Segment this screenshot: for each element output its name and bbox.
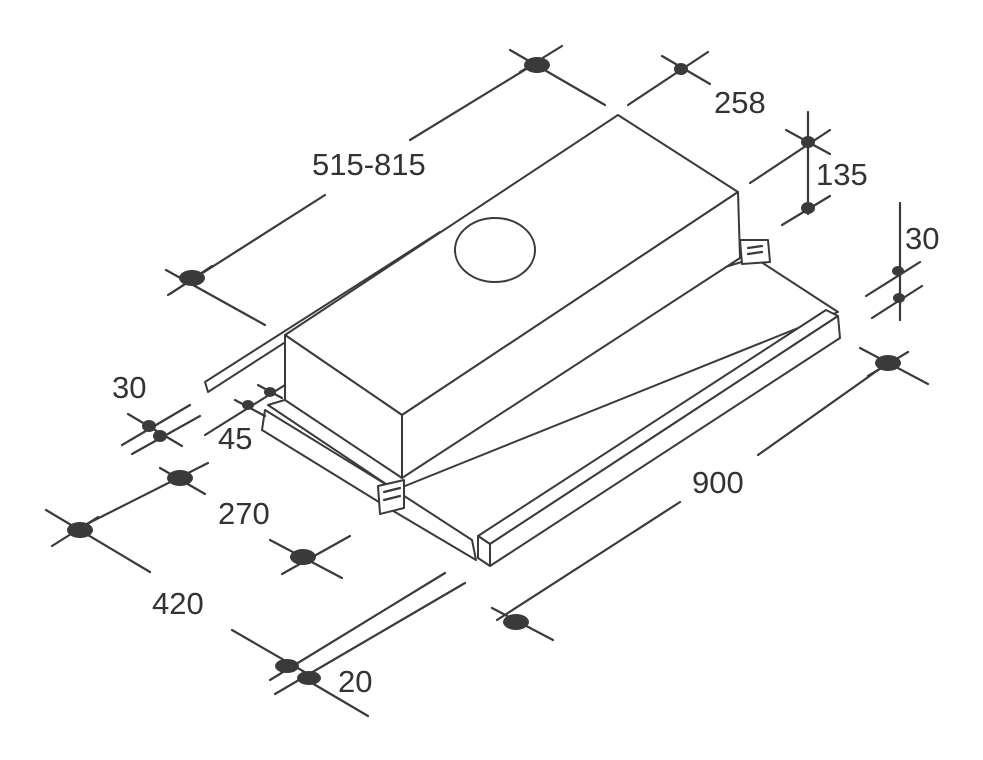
dimension-node <box>242 400 254 410</box>
label-left-lip: 30 <box>112 370 146 405</box>
vent-slot <box>746 250 764 256</box>
vent-slot <box>382 486 402 494</box>
vent-slot <box>746 244 764 250</box>
dimension-node <box>153 430 167 442</box>
dimension-node <box>893 293 905 303</box>
base-tray-right-side <box>394 489 477 561</box>
label-total-depth: 420 <box>152 586 204 621</box>
dimension-node <box>892 266 904 276</box>
label-chimney-height: 135 <box>816 157 868 192</box>
dimension-node <box>264 387 276 397</box>
dimension-node <box>142 420 156 432</box>
dimension-lines <box>44 44 930 718</box>
label-front-offset: 45 <box>218 421 252 456</box>
dimension-node <box>503 614 529 630</box>
visor-face <box>489 315 841 567</box>
dimension-node <box>801 202 815 214</box>
dimension-node <box>275 659 299 673</box>
dimension-node <box>67 522 93 538</box>
label-width: 900 <box>692 465 744 500</box>
vent-slot <box>382 494 402 502</box>
dimension-node <box>801 136 815 148</box>
label-top-depth: 258 <box>714 85 766 120</box>
dimension-node <box>290 549 316 565</box>
dimension-labels: 515-815 258 135 30 30 45 270 420 900 20 <box>112 85 939 699</box>
label-depth-extendable: 515-815 <box>312 147 426 182</box>
label-panel-thickness: 20 <box>338 664 372 699</box>
dimension-node <box>167 470 193 486</box>
housing-right <box>401 191 741 479</box>
dimension-node <box>875 355 901 371</box>
label-front-depth: 270 <box>218 496 270 531</box>
dimension-node <box>297 671 321 685</box>
dimension-node <box>179 270 205 286</box>
hood-body <box>204 114 841 567</box>
dimension-node <box>524 57 550 73</box>
dimension-node <box>674 63 688 75</box>
label-right-lip: 30 <box>905 221 939 256</box>
exhaust-outlet <box>454 217 536 283</box>
